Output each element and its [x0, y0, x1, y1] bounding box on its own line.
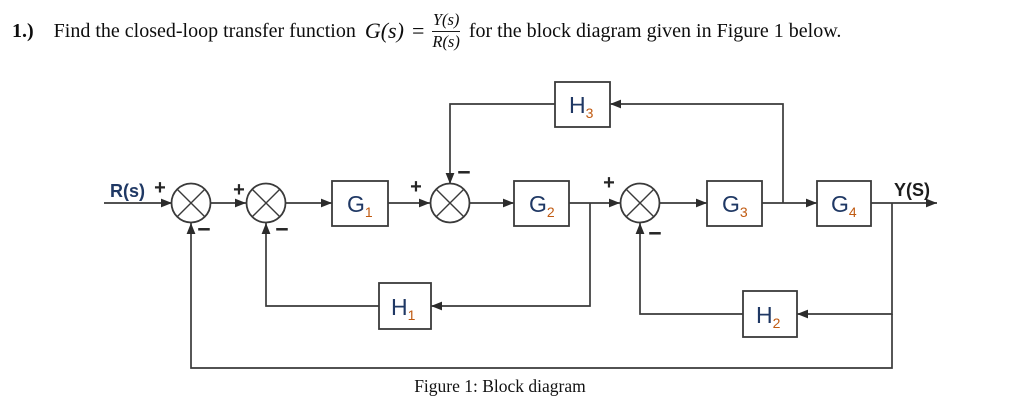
block-g1-letter: G — [347, 191, 365, 217]
arrowhead-into-j1 — [161, 198, 172, 208]
minus-sign-junction-2: − — [275, 216, 288, 242]
plus-sign-junction-3: + — [410, 176, 422, 198]
arrowheads — [161, 99, 937, 319]
problem-statement: 1.) Find the closed-loop transfer functi… — [12, 2, 1020, 60]
fraction-denominator: R(s) — [432, 31, 460, 51]
svg-text:G4: G4 — [831, 191, 857, 220]
summing-junction-4 — [619, 182, 661, 224]
block-g1-subscript: 1 — [365, 204, 373, 220]
summing-junction-2 — [245, 182, 287, 224]
summing-junction-3 — [429, 182, 471, 224]
block-h3-letter: H — [569, 92, 586, 118]
input-signal-label: R(s) — [110, 181, 145, 201]
block-g1: G1 — [331, 180, 389, 227]
minus-sign-junction-1: − — [197, 216, 210, 242]
wires — [104, 103, 937, 369]
fraction-bar — [432, 30, 460, 32]
formula-fraction: Y(s) R(s) — [432, 10, 460, 51]
title-text-after: for the block diagram given in Figure 1 … — [468, 19, 842, 42]
arrowhead-into-h1 — [431, 301, 442, 311]
summing-junction-1 — [170, 182, 212, 224]
wire-outer-feedback — [190, 223, 893, 369]
formula-lhs: G(s) — [364, 18, 404, 43]
block-h1-letter: H — [391, 294, 408, 320]
arrowhead-into-g1 — [321, 198, 332, 208]
figure-caption: Figure 1: Block diagram — [414, 376, 586, 396]
arrowhead-h3-into-j3 — [445, 173, 455, 184]
block-g3-subscript: 3 — [740, 204, 748, 220]
block-g4: G4 — [816, 180, 872, 227]
block-g3: G3 — [706, 180, 763, 227]
block-g2: G2 — [513, 180, 570, 227]
block-g2-subscript: 2 — [547, 204, 555, 220]
minus-sign-junction-4: − — [648, 220, 661, 246]
arrowhead-into-j3 — [419, 198, 430, 208]
svg-text:H1: H1 — [391, 294, 416, 323]
block-g2-letter: G — [529, 191, 547, 217]
wire-h2-to-j4 — [639, 223, 743, 315]
svg-text:G2: G2 — [529, 191, 555, 220]
arrowhead-into-j2 — [235, 198, 246, 208]
block-h3-subscript: 3 — [586, 105, 594, 121]
wire-takeoff-to-h1 — [431, 203, 591, 307]
block-h2-letter: H — [756, 302, 773, 328]
title-text-before: Find the closed-loop transfer function — [53, 19, 356, 42]
transfer-function-formula: G(s) = Y(s) R(s) — [364, 10, 460, 51]
formula-equals: = — [411, 18, 425, 43]
arrowhead-h2-into-j4 — [635, 223, 645, 234]
block-h1: H1 — [378, 282, 432, 330]
arrowhead-into-h2 — [797, 309, 808, 319]
block-h2: H2 — [742, 290, 798, 338]
arrowhead-h1-into-j2 — [261, 223, 271, 234]
plus-sign-junction-1: + — [154, 177, 166, 199]
block-g4-subscript: 4 — [849, 204, 857, 220]
svg-text:H3: H3 — [569, 92, 594, 121]
svg-text:H2: H2 — [756, 302, 781, 331]
junction-signs: + + + + − − − − — [154, 159, 662, 246]
plus-sign-junction-4: + — [603, 172, 615, 194]
svg-text:G3: G3 — [722, 191, 748, 220]
summing-junctions — [170, 182, 661, 224]
block-h1-subscript: 1 — [408, 307, 416, 323]
fraction-numerator: Y(s) — [432, 10, 460, 29]
arrowhead-into-j4 — [609, 198, 620, 208]
arrowhead-into-g4 — [806, 198, 817, 208]
arrowhead-feedback-into-j1 — [186, 223, 196, 234]
problem-number: 1.) — [12, 19, 34, 42]
plus-sign-junction-2: + — [233, 179, 245, 201]
arrowhead-output — [926, 198, 937, 208]
arrowhead-into-g2 — [503, 198, 514, 208]
block-h2-subscript: 2 — [773, 315, 781, 331]
block-h3: H3 — [554, 81, 611, 128]
minus-sign-junction-3: − — [457, 159, 470, 185]
svg-text:G1: G1 — [347, 191, 373, 220]
arrowhead-into-h3 — [610, 99, 621, 109]
transfer-blocks: G1 G2 G3 G4 H3 H1 H2 — [331, 81, 872, 338]
wire-takeoff-to-h3 — [610, 103, 784, 203]
block-g4-letter: G — [831, 191, 849, 217]
wire-h3-to-j3 — [449, 103, 555, 184]
output-signal-label: Y(S) — [894, 180, 930, 200]
arrowhead-into-g3 — [696, 198, 707, 208]
block-g3-letter: G — [722, 191, 740, 217]
wire-h1-to-j2 — [265, 223, 379, 307]
